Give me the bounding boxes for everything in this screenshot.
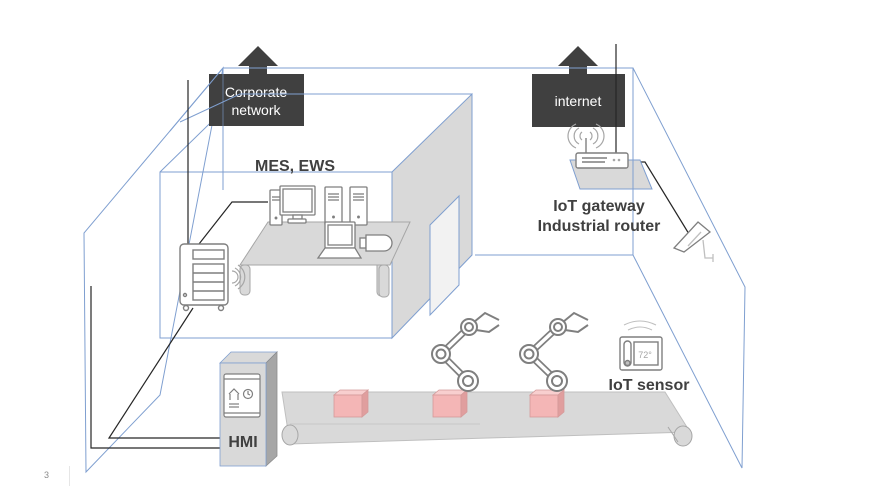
up-arrow-icon — [238, 46, 278, 74]
conveyor-roller-left — [281, 424, 299, 446]
surveillance-camera-icon[interactable] — [672, 221, 714, 262]
up-arrow-icon — [558, 46, 598, 74]
corporate-network-label-line2: network — [231, 102, 281, 118]
conveyor-belt[interactable] — [281, 391, 693, 447]
desktop-pc-icon[interactable] — [269, 185, 316, 226]
thermostat-icon — [619, 336, 663, 371]
hmi-panel[interactable]: HMI — [219, 351, 278, 467]
cable-server-to-mes — [198, 201, 268, 245]
corporate-network-label-line1: Corporate — [225, 84, 287, 100]
router-icon — [575, 152, 629, 169]
office-door — [429, 194, 460, 317]
iot-gateway-label-line1: IoT gateway — [553, 198, 645, 215]
mes-ews-label: MES, EWS — [255, 158, 335, 175]
iot-gateway[interactable]: IoT gateway Industrial router — [538, 123, 661, 255]
conveyor-roller-right — [673, 425, 693, 447]
server-cabinet-icon[interactable] — [179, 243, 229, 312]
slide-number-divider — [69, 466, 70, 486]
sensor-display-text: 72° — [638, 350, 652, 360]
iot-sensor[interactable]: 72° IoT sensor — [609, 320, 690, 394]
wireless-signal-icon — [567, 123, 605, 149]
hmi-screen-icon — [223, 373, 261, 418]
cargo-box — [332, 389, 370, 418]
usb-drive-icon[interactable] — [359, 234, 393, 252]
office-room — [159, 92, 473, 340]
slide-number: 3 — [44, 470, 50, 480]
wireless-signal-icon — [231, 264, 246, 290]
cable-server-to-hmi — [107, 307, 220, 439]
robot-arm-icon[interactable] — [519, 311, 589, 392]
internet-label: internet — [555, 93, 602, 109]
corporate-network-box[interactable]: Corporate network — [209, 46, 304, 126]
cable-hmi-to-wall — [90, 286, 220, 449]
internet-box[interactable]: internet — [532, 46, 625, 127]
iot-sensor-label: IoT sensor — [609, 377, 690, 394]
cargo-box — [431, 389, 469, 418]
robot-arm-icon[interactable] — [431, 311, 500, 392]
wireless-signal-icon — [623, 320, 657, 331]
left-wall-overlay — [169, 67, 224, 132]
tower-server-icon[interactable] — [349, 186, 368, 226]
office-top-overlay — [179, 93, 304, 123]
laptop-icon[interactable] — [316, 221, 363, 259]
hmi-label: HMI — [228, 434, 257, 451]
cargo-box — [528, 389, 566, 418]
tower-server-icon[interactable] — [324, 186, 343, 226]
iot-gateway-label-line2: Industrial router — [538, 218, 661, 235]
